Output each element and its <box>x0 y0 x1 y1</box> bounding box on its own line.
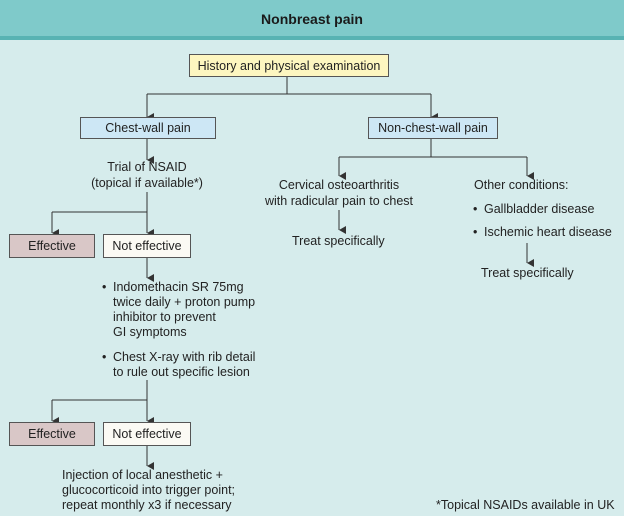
title-bar <box>0 0 624 40</box>
indomethacin-bullet: • Indomethacin SR 75mg twice daily + pro… <box>102 280 256 340</box>
injection-line: Injection of local anesthetic + <box>62 468 223 482</box>
non-chest-wall-box: Non-chest-wall pain <box>368 117 498 139</box>
bullet-mark: • <box>102 350 107 364</box>
nsaid-line-1: Trial of NSAID <box>107 160 187 174</box>
injection-text: Injection of local anesthetic + glucocor… <box>62 468 235 513</box>
effective-box-2: Effective <box>9 422 95 446</box>
not-effective-box-1: Not effective <box>103 234 191 258</box>
bullet-mark: • <box>473 225 478 239</box>
bullet-mark: • <box>473 202 478 216</box>
bullet-mark: • <box>102 280 107 294</box>
gallbladder-bullet: • Gallbladder disease <box>473 202 595 217</box>
indomethacin-line: twice daily + proton pump <box>113 295 256 309</box>
effective-box-1: Effective <box>9 234 95 258</box>
indomethacin-line: GI symptoms <box>113 325 187 339</box>
injection-line: glucocorticoid into trigger point; <box>62 483 236 497</box>
xray-line: Chest X-ray with rib detail <box>113 350 256 364</box>
indomethacin-line: Indomethacin SR 75mg <box>113 280 244 294</box>
chest-wall-box: Chest-wall pain <box>80 117 216 139</box>
xray-bullet: • Chest X-ray with rib detail to rule ou… <box>102 350 256 380</box>
ischemic-text: Ischemic heart disease <box>484 225 612 239</box>
history-box: History and physical examination <box>189 54 389 77</box>
indomethacin-line: inhibitor to prevent <box>113 310 216 324</box>
other-conditions: Other conditions: <box>474 178 569 192</box>
footnote: *Topical NSAIDs available in UK <box>436 498 615 512</box>
nsaid-line-2: (topical if available*) <box>91 176 203 190</box>
not-effective-box-2: Not effective <box>103 422 191 446</box>
ischemic-bullet: • Ischemic heart disease <box>473 225 612 240</box>
gallbladder-text: Gallbladder disease <box>484 202 595 216</box>
cervical-line-2: with radicular pain to chest <box>265 194 413 208</box>
treat-specifically-2: Treat specifically <box>481 266 574 280</box>
cervical-line-1: Cervical osteoarthritis <box>278 178 400 192</box>
injection-line: repeat monthly x3 if necessary <box>62 498 232 512</box>
page-title: Nonbreast pain <box>261 11 363 27</box>
xray-line: to rule out specific lesion <box>113 365 250 379</box>
treat-specifically-1: Treat specifically <box>292 234 385 248</box>
